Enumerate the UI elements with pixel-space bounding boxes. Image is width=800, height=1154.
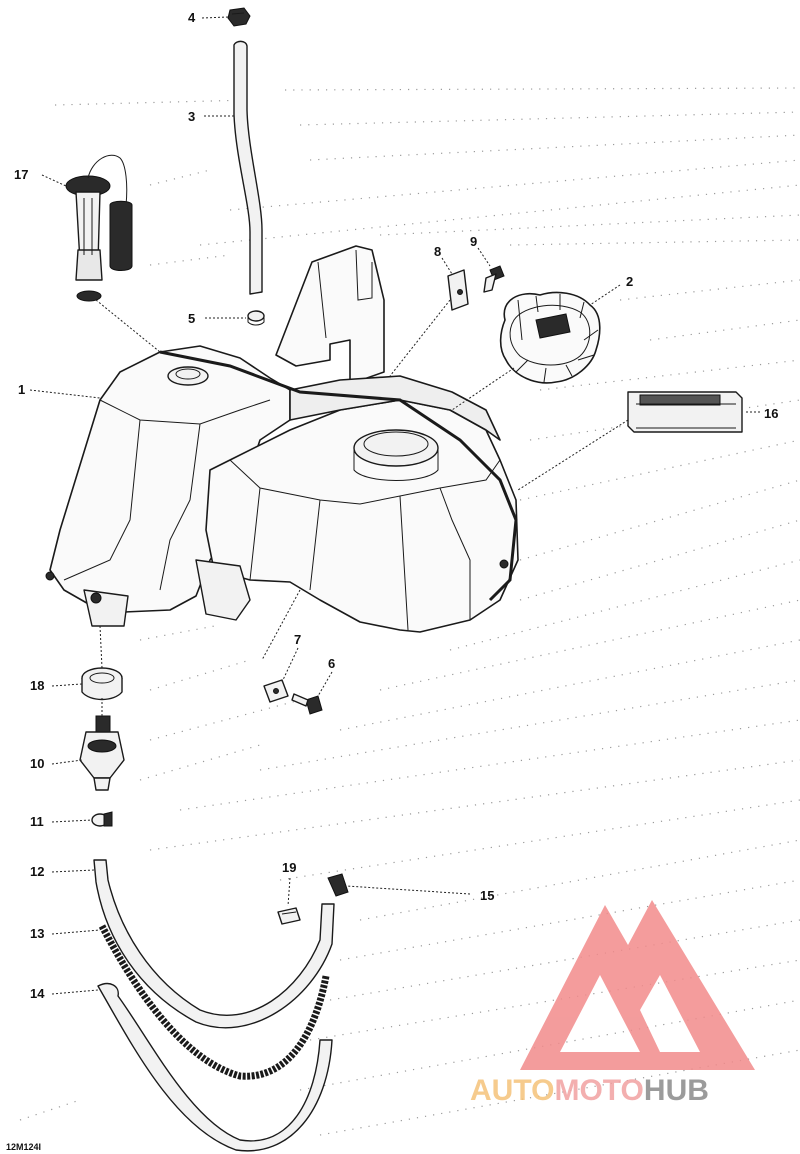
part-9-screw — [483, 265, 505, 293]
part-19-clip — [277, 907, 301, 925]
part-10-fuel-valve — [79, 715, 125, 791]
background-dotted-lines — [19, 87, 800, 1136]
part-4-cap-nut — [227, 7, 251, 27]
watermark-triangle-logo — [520, 900, 755, 1070]
callout-1: 1 — [18, 382, 25, 397]
callout-10: 10 — [30, 756, 44, 771]
svg-text:AUTOMOTOHUB: AUTOMOTOHUB — [470, 1074, 709, 1107]
callout-9: 9 — [470, 234, 477, 249]
callout-12: 12 — [30, 864, 44, 879]
callout-11: 11 — [30, 814, 44, 829]
callout-7: 7 — [294, 632, 301, 647]
watermark-auto-text: AUTO — [470, 1074, 554, 1107]
part-3-vent-tube — [233, 40, 263, 295]
callout-labels: 4 3 5 17 1 2 16 8 9 7 6 18 10 11 12 13 1… — [14, 10, 778, 1001]
callout-17: 17 — [14, 167, 28, 182]
part-16-decal — [627, 391, 743, 433]
callout-13: 13 — [30, 926, 44, 941]
part-14-return-hose — [97, 982, 333, 1152]
callout-18: 18 — [30, 678, 44, 693]
part-5-clamp — [247, 310, 265, 326]
part-2-fuel-cap — [499, 291, 601, 384]
callout-2: 2 — [626, 274, 633, 289]
callout-8: 8 — [434, 244, 441, 259]
watermark-logo: AUTOMOTOHUB — [470, 900, 755, 1107]
leader-lines — [29, 16, 760, 995]
callout-16: 16 — [764, 406, 778, 421]
callout-15: 15 — [480, 888, 494, 903]
part-6-bolt — [291, 693, 323, 715]
part-18-grommet — [81, 667, 123, 701]
callout-3: 3 — [188, 109, 195, 124]
callout-19: 19 — [282, 860, 296, 875]
part-12-fuel-hose — [93, 859, 335, 1029]
part-8-bracket — [447, 269, 469, 311]
watermark-moto-text: MOTO — [554, 1074, 643, 1107]
callout-6: 6 — [328, 656, 335, 671]
callout-5: 5 — [188, 311, 195, 326]
part-11-clamp — [91, 811, 113, 827]
part-1-fuel-tank — [45, 245, 519, 633]
part-15-elbow-fitting — [327, 873, 349, 897]
callout-14: 14 — [30, 986, 45, 1001]
part-13-braided-hose — [98, 924, 330, 1080]
part-17-fuel-sender — [65, 154, 133, 302]
callout-4: 4 — [188, 10, 196, 25]
figure-reference: 12M124I — [6, 1142, 41, 1152]
part-7-tab — [263, 679, 289, 703]
watermark-hub-text: HUB — [644, 1074, 709, 1107]
